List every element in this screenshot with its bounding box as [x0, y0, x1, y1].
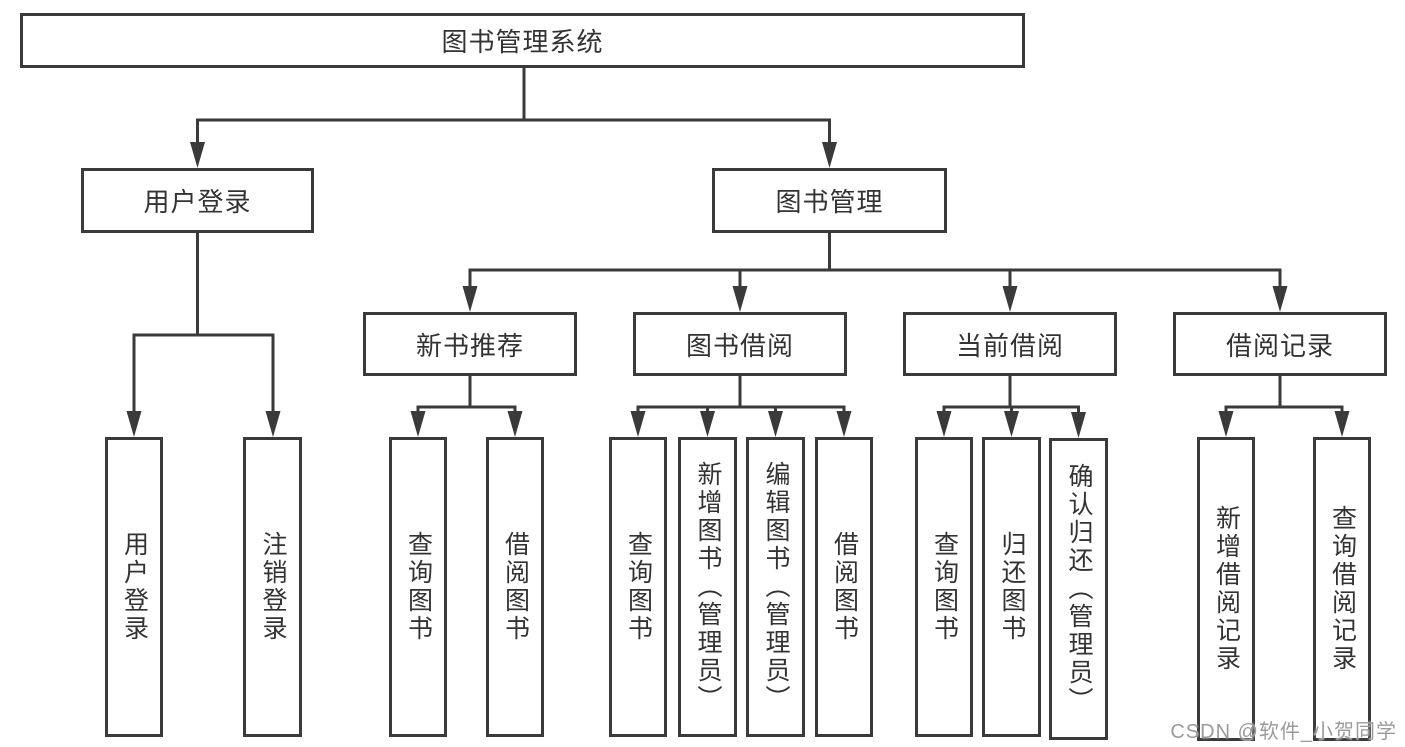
connector-root [196, 68, 831, 150]
arrowhead [1334, 411, 1350, 437]
arrowhead [507, 411, 523, 437]
leaf-add-borrow-record-label: 新增借阅记录 [1212, 505, 1241, 673]
arrowhead [410, 411, 426, 437]
connector-new-book [416, 376, 517, 418]
arrowhead [462, 286, 478, 312]
leaf-add-borrow-record: 新增借阅记录 [1197, 437, 1255, 741]
leaf-query-book-recommend: 查询图书 [389, 437, 447, 737]
node-borrow-record-label: 借阅记录 [1225, 330, 1334, 361]
arrowhead [768, 411, 783, 437]
connector-book-mgmt [468, 233, 1282, 293]
connector-user-login [132, 233, 275, 418]
arrowhead [936, 411, 952, 437]
arrowhead [732, 286, 748, 312]
node-current-borrow: 当前借阅 [903, 312, 1117, 376]
node-user-login: 用户登录 [81, 168, 314, 233]
leaf-query-book-recommend-label: 查询图书 [404, 531, 433, 643]
node-book-management: 图书管理 [712, 168, 947, 233]
leaf-query-book-borrow: 查询图书 [609, 437, 667, 737]
leaf-logout: 注销登录 [243, 437, 302, 737]
leaf-borrow-book-label: 借阅图书 [830, 531, 859, 643]
leaf-query-borrow-record: 查询借阅记录 [1313, 437, 1371, 741]
connector-book-borrow [636, 376, 846, 418]
leaf-query-book-borrow-label: 查询图书 [624, 531, 653, 643]
arrowhead [190, 142, 205, 168]
node-borrow-record: 借阅记录 [1173, 312, 1387, 376]
arrowhead [1272, 286, 1288, 312]
arrowhead [1218, 411, 1234, 437]
leaf-logout-label: 注销登录 [259, 531, 287, 643]
arrowhead [822, 142, 837, 168]
leaf-return-book-label: 归还图书 [998, 531, 1026, 643]
leaf-query-book-current: 查询图书 [915, 437, 973, 737]
leaf-add-book-admin: 新增图书（管理员） [678, 437, 737, 737]
leaf-return-book: 归还图书 [982, 437, 1041, 737]
leaf-confirm-return-admin: 确认归还（管理员） [1049, 438, 1108, 740]
node-book-borrow: 图书借阅 [633, 312, 847, 376]
leaf-query-borrow-record-label: 查询借阅记录 [1328, 505, 1357, 673]
node-user-login-label: 用户登录 [143, 187, 252, 217]
arrowhead [700, 411, 715, 437]
node-root-label: 图书管理系统 [441, 27, 604, 57]
leaf-add-book-admin-label: 新增图书（管理员） [694, 461, 722, 713]
leaf-confirm-return-admin-label: 确认归还（管理员） [1065, 463, 1093, 715]
leaf-borrow-book: 借阅图书 [815, 437, 873, 737]
node-book-management-label: 图书管理 [775, 187, 884, 217]
leaf-query-book-current-label: 查询图书 [930, 531, 959, 643]
arrowhead [836, 411, 852, 437]
node-book-borrow-label: 图书借阅 [685, 330, 794, 361]
arrowhead [126, 411, 142, 437]
arrowhead [1002, 286, 1018, 312]
arrowhead [265, 411, 281, 437]
node-new-book-recommend: 新书推荐 [363, 312, 577, 376]
node-current-borrow-label: 当前借阅 [955, 330, 1064, 361]
arrowhead [630, 411, 646, 437]
leaf-user-login: 用户登录 [105, 437, 163, 737]
connector-borrow-record [1224, 376, 1344, 418]
leaf-borrow-book-recommend: 借阅图书 [486, 437, 544, 737]
node-new-book-recommend-label: 新书推荐 [415, 330, 524, 361]
arrowhead [1071, 412, 1086, 438]
leaf-edit-book-admin-label: 编辑图书（管理员） [762, 461, 790, 713]
leaf-edit-book-admin: 编辑图书（管理员） [746, 437, 805, 737]
leaf-borrow-book-recommend-label: 借阅图书 [501, 531, 530, 643]
node-root: 图书管理系统 [20, 13, 1025, 68]
leaf-user-login-label: 用户登录 [120, 531, 149, 643]
csdn-watermark: CSDN @软件_小贺同学 [1170, 721, 1397, 743]
arrowhead [1004, 411, 1019, 437]
